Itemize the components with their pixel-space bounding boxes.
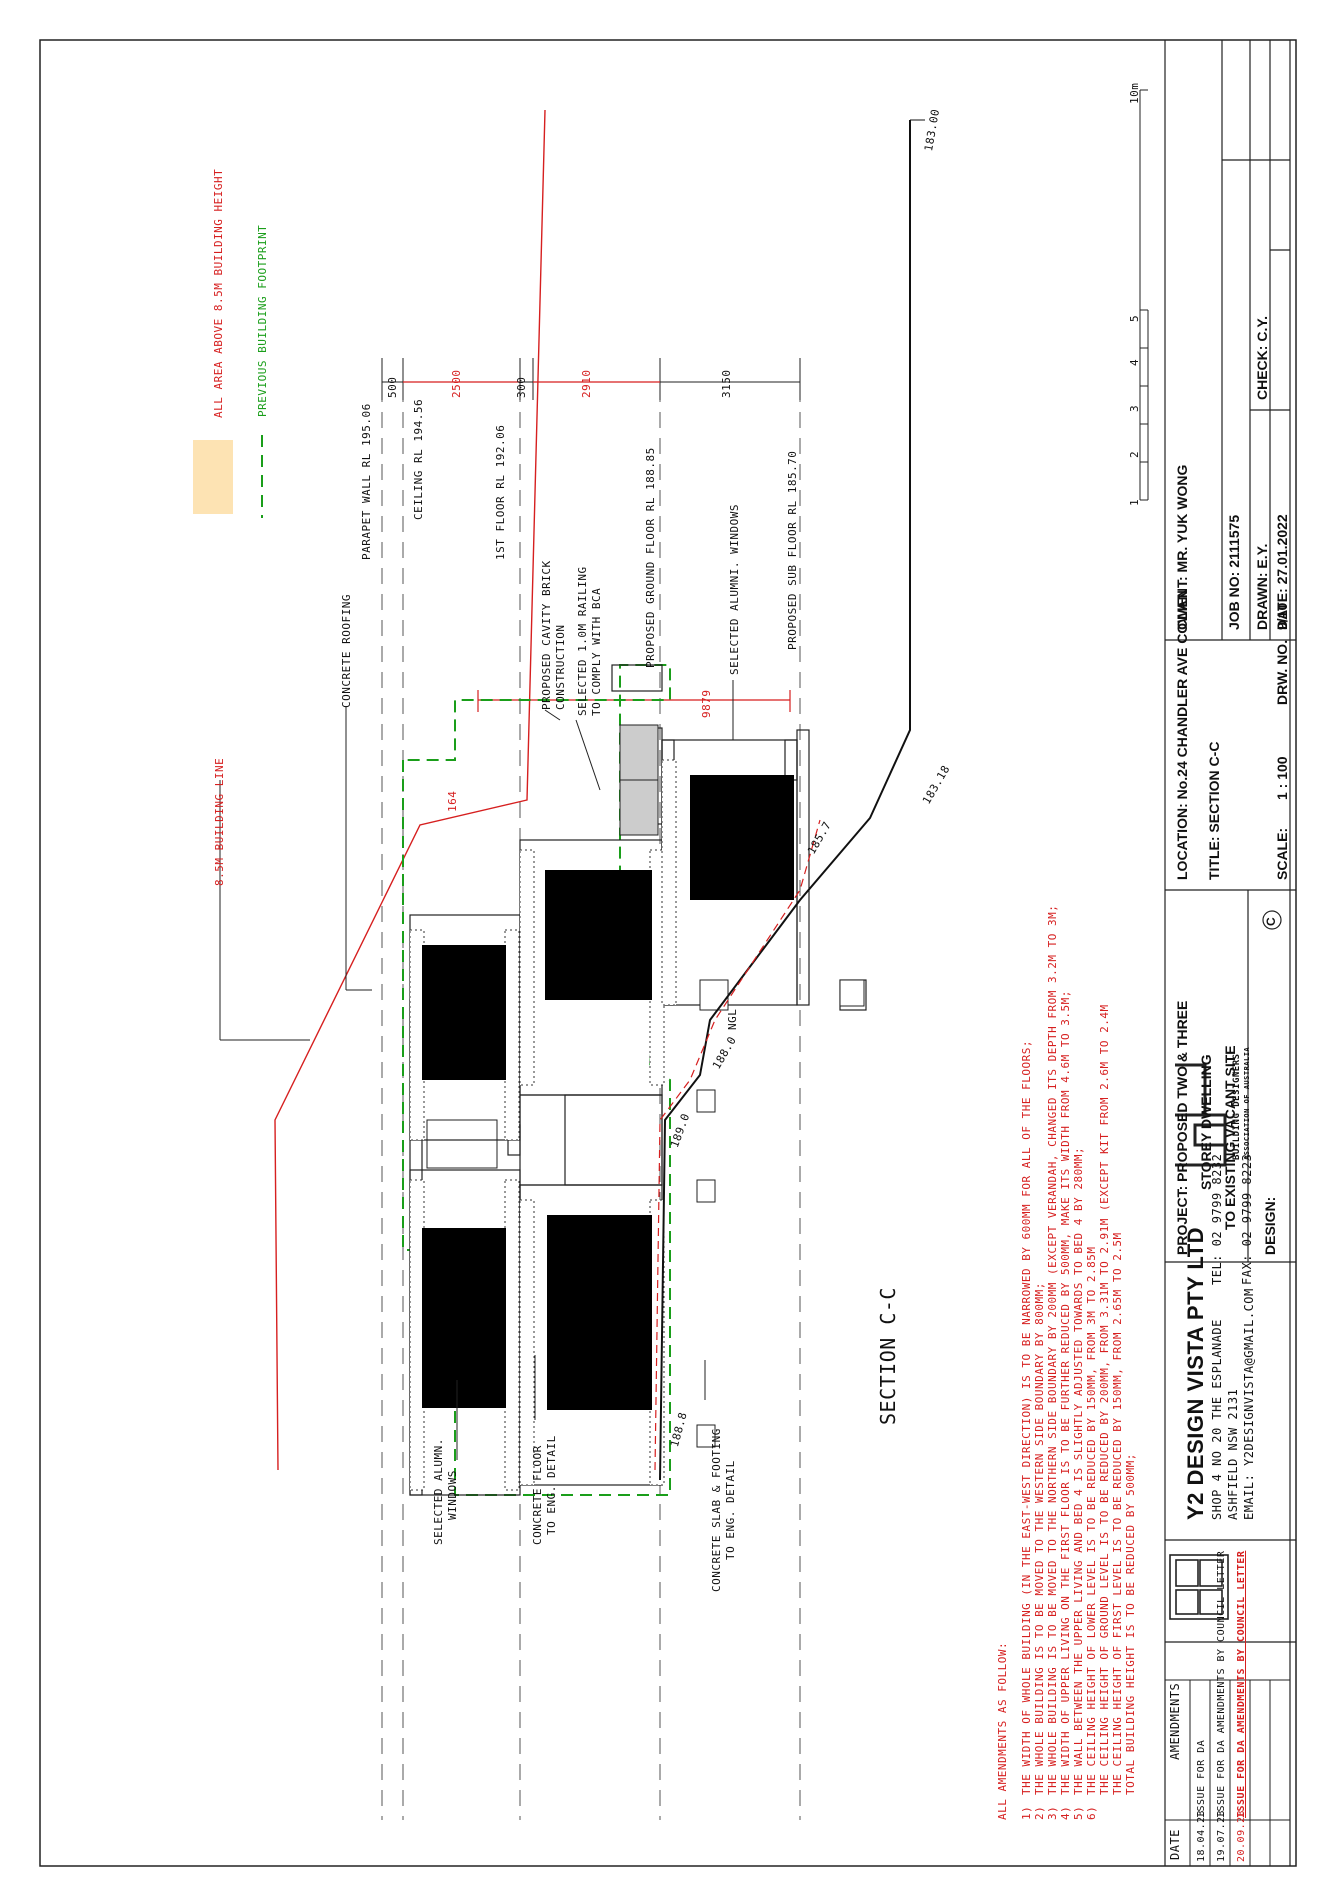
dim-300: 300 (515, 376, 528, 398)
level-ground: PROPOSED GROUND FLOOR RL 188.85 (644, 447, 657, 668)
window-frame (426, 1119, 498, 1169)
bda-logo (1175, 1063, 1227, 1167)
label-roofing: CONCRETE ROOFING (340, 594, 353, 708)
scale-label: SCALE: (1274, 827, 1290, 880)
amendment-number: 5) (1072, 1805, 1085, 1820)
label-railing-1: SELECTED 1.0M RAILING (576, 566, 589, 716)
amendment-number: 4) (1059, 1805, 1072, 1820)
previous-footprint (402, 664, 671, 1496)
legend-footprint-label: PREVIOUS BUILDING FOOTPRINT (256, 224, 269, 417)
label-floor-2: TO ENG. DETAIL (545, 1435, 558, 1535)
amendment-text: TOTAL BUILDING HEIGHT IS TO BE REDUCED B… (1124, 1453, 1137, 1795)
level-sub: PROPOSED SUB FLOOR RL 185.70 (786, 450, 799, 650)
client: CLIENT: MR. YUK WONG (1174, 464, 1190, 630)
design-mark-circle (1262, 910, 1282, 930)
company-addr1: SHOP 4 NO 20 THE ESPLANADE (1210, 1319, 1224, 1520)
bda-text-2: ASSOCIATION OF AUSTRALIA (1243, 1046, 1251, 1160)
dim-3150: 3150 (720, 369, 733, 399)
company-email: EMAIL: Y2DESIGNVISTA@GMAIL.COM (1242, 1288, 1256, 1520)
building-height-line (274, 109, 546, 1471)
company-fax: FAX: 02 9799 8223 (1240, 1153, 1254, 1285)
amendment-number: 3) (1046, 1805, 1059, 1820)
legend-height-label: ALL AREA ABOVE 8.5M BUILDING HEIGHT (212, 168, 225, 418)
label-alumn-2: WINDOWS (446, 1470, 459, 1520)
amendment-number: 6) (1085, 1805, 1098, 1820)
revision-text: ISSUE FOR DA AMENDMENTS BY COUNCIL LETTE… (1236, 1550, 1247, 1818)
label-brick-1: PROPOSED CAVITY BRICK (540, 560, 553, 710)
amendment-text: THE CEILING HEIGHT OF GROUND LEVEL IS TO… (1098, 1004, 1111, 1795)
label-slab-1: CONCRETE SLAB & FOOTING (710, 1428, 723, 1592)
scale-bar (1139, 89, 1149, 501)
footings (696, 979, 865, 1448)
level-first-floor: 1ST FLOOR RL 192.06 (494, 424, 507, 560)
label-brick-2: CONSTRUCTION (554, 624, 567, 710)
drw-label: DRW. NO. (1274, 639, 1290, 705)
label-alumni: SELECTED ALUMNI. WINDOWS (728, 504, 741, 675)
label-alumn-1: SELECTED ALUMN. (432, 1438, 445, 1545)
title-block (1164, 40, 1296, 1866)
scale-tick-3: 3 (1128, 404, 1141, 412)
design-label: DESIGN: (1262, 1196, 1278, 1255)
ngl-red (654, 819, 821, 1471)
scale-tick-2: 2 (1128, 450, 1141, 458)
project-line-2: STOREY DWELLING (1198, 1054, 1214, 1190)
company-name: Y2 DESIGN VISTA PTY LTD (1183, 1226, 1208, 1520)
issue-date: DATE: 27.01.2022 (1274, 514, 1290, 630)
legend-height-swatch (193, 440, 233, 514)
amendment-text: THE WIDTH OF WHOLE BUILDING (IN THE EAST… (1020, 1040, 1033, 1795)
amendment-text: THE CEILING HEIGHT OF FIRST LEVEL IS TO … (1111, 1232, 1124, 1795)
dim-9879: 9879 (700, 689, 713, 719)
company-addr2: ASHFIELD NSW 2131 (1226, 1388, 1240, 1520)
amendments-heading: ALL AMENDMENTS AS FOLLOW: (996, 1641, 1009, 1820)
design-mark: C (1264, 917, 1278, 926)
scale-value: 1 : 100 (1274, 756, 1290, 800)
scale-tick-10m: 10m (1128, 82, 1141, 104)
rev-col-date: DATE (1168, 1829, 1182, 1860)
amendment-number: 2) (1033, 1805, 1046, 1820)
revision-table (1164, 1679, 1291, 1867)
drawn-by: DRAWN: E.Y. (1254, 543, 1270, 630)
location: LOCATION: No.24 CHANDLER AVE COWAN (1174, 590, 1190, 880)
scale-tick-4: 4 (1128, 358, 1141, 366)
dim-2500: 2500 (450, 369, 463, 399)
drawing-title: TITLE: SECTION C-C (1206, 741, 1222, 880)
scale-tick-5: 5 (1128, 314, 1141, 322)
label-railing-2: TO COMPLY WITH BCA (590, 587, 603, 716)
scale-tick-1: 1 (1128, 498, 1141, 506)
label-floor-1: CONCRETE FLOOR (531, 1445, 544, 1545)
checked-by: CHECK: C.Y. (1254, 315, 1270, 400)
amendment-text: THE WHOLE BUILDING IS TO BE MOVED TO THE… (1046, 904, 1059, 1795)
level-parapet: PARAPET WALL RL 195.06 (360, 403, 373, 560)
natural-ground-line (659, 120, 911, 1481)
dim-2910: 2910 (580, 369, 593, 399)
label-slab-2: TO ENG. DETAIL (724, 1460, 737, 1560)
amendment-text: THE WHOLE BUILDING IS TO BE MOVED TO THE… (1033, 1282, 1046, 1795)
amendment-number: 1) (1020, 1805, 1033, 1820)
label-ngl: NGL (726, 1008, 739, 1030)
amendment-text: THE WALL BETWEEN THE UPPER LIVING AND BE… (1072, 1146, 1085, 1795)
building-line-label: 8.5M BUILDING LINE (213, 757, 226, 886)
section-title: SECTION C-C (876, 1287, 900, 1425)
amendment-text: THE WIDTH OF UPPER LIVING ON THE FIRST F… (1059, 990, 1072, 1795)
amendment-text: THE CEILING HEIGHT OF LOWER LEVEL IS TO … (1085, 1246, 1098, 1795)
job-no: JOB NO: 2111575 (1226, 514, 1242, 630)
level-ceiling: CEILING RL 194.56 (412, 398, 425, 520)
revision-text: ISSUE FOR DA AMENDMENTS BY COUNCIL LETTE… (1216, 1550, 1227, 1818)
project-line-1: PROJECT: PROPOSED TWO & THREE (1174, 1000, 1190, 1255)
dim-164: 164 (446, 790, 459, 812)
revision-text: ISSUE FOR DA (1196, 1739, 1207, 1818)
rev-col-amend: AMENDMENTS (1168, 1682, 1182, 1760)
project-line-3: TO EXISTING VACANT SITE (1222, 1045, 1238, 1230)
slabs (409, 759, 677, 1491)
dim-500: 500 (386, 376, 399, 398)
y2-logo (1169, 1554, 1229, 1620)
windows (422, 775, 794, 1410)
leaders (219, 680, 734, 1460)
sheet-border (39, 39, 1297, 1867)
